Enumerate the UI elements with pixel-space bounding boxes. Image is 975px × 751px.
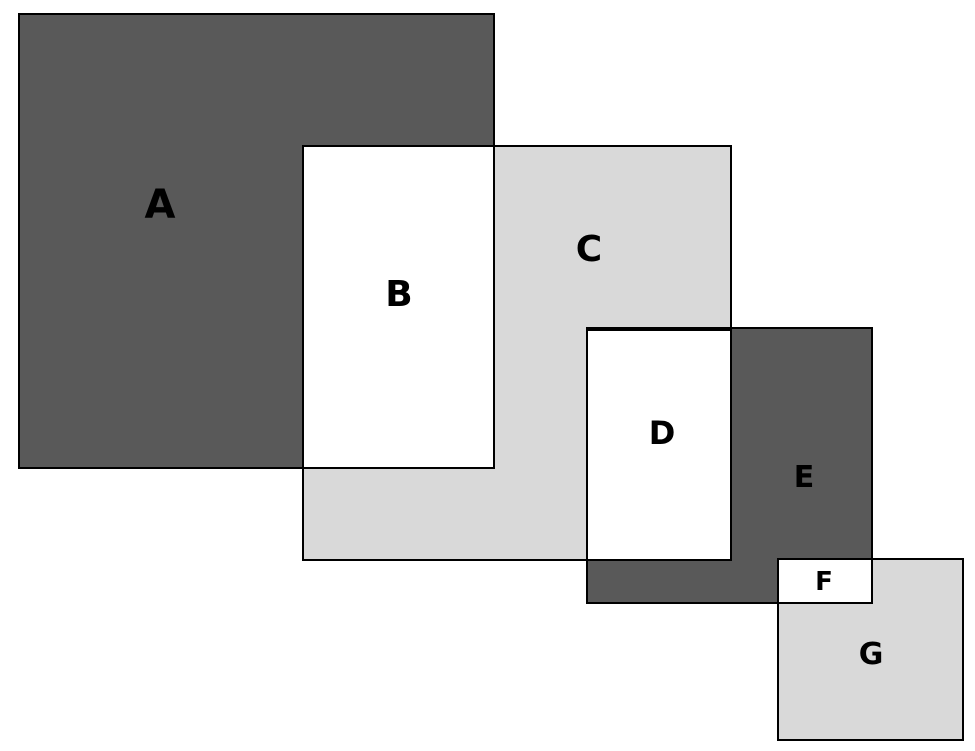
rect-a-label: A	[144, 182, 176, 228]
rect-d[interactable]	[586, 329, 732, 561]
rect-c-label: C	[575, 229, 603, 270]
rect-g-label: G	[858, 637, 884, 672]
rect-e-label: E	[793, 460, 815, 495]
rect-d-label: D	[648, 414, 676, 452]
rect-b-label: B	[385, 274, 413, 315]
rect-f[interactable]	[777, 558, 873, 604]
rect-b[interactable]	[302, 145, 495, 469]
rect-f-label: F	[815, 567, 833, 597]
